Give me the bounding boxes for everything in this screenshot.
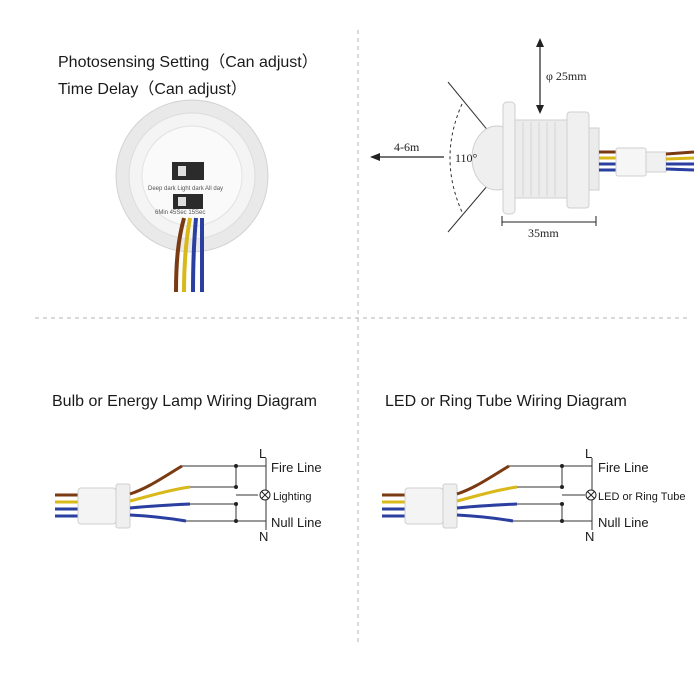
bulb-wiring-diagram (55, 458, 271, 530)
sensor-front-view: Deep dark Light dark All day 6Min 45Sec … (115, 99, 269, 293)
length-label: 35mm (528, 226, 559, 240)
bulb-diagram-title: Bulb or Energy Lamp Wiring Diagram (52, 393, 317, 410)
angle-label: 110° (455, 151, 478, 165)
connector-plug (615, 147, 647, 177)
diameter-dimension: φ 25mm (536, 38, 587, 114)
bulb-null-line: Null Line (271, 515, 322, 530)
photo-switch-text: Deep dark Light dark All day (148, 186, 223, 192)
led-n-marker: N (585, 529, 594, 544)
sensor-side-view (447, 81, 695, 233)
bulb-n-marker: N (259, 529, 268, 544)
diameter-label: φ 25mm (546, 69, 587, 83)
led-l-marker: L (585, 446, 592, 461)
led-null-line: Null Line (598, 515, 649, 530)
led-fire-line: Fire Line (598, 460, 649, 475)
led-diagram-title: LED or Ring Tube Wiring Diagram (385, 393, 627, 410)
led-wiring-diagram (382, 458, 597, 530)
bulb-load-label: Lighting (273, 491, 312, 503)
bulb-l-marker: L (259, 446, 266, 461)
time-switch-text: 6Min 45Sec 15Sec (155, 210, 205, 216)
range-dimension: 4-6m (370, 140, 444, 161)
bulb-fire-line: Fire Line (271, 460, 322, 475)
time-delay-label: Time Delay（Can adjust） (58, 80, 247, 98)
photosensing-switch[interactable] (172, 162, 204, 180)
time-delay-switch[interactable] (173, 194, 203, 209)
range-label: 4-6m (394, 140, 420, 154)
led-load-label: LED or Ring Tube (598, 491, 685, 503)
photosensing-label: Photosensing Setting（Can adjust） (58, 53, 318, 71)
length-dimension: 35mm (501, 216, 597, 240)
